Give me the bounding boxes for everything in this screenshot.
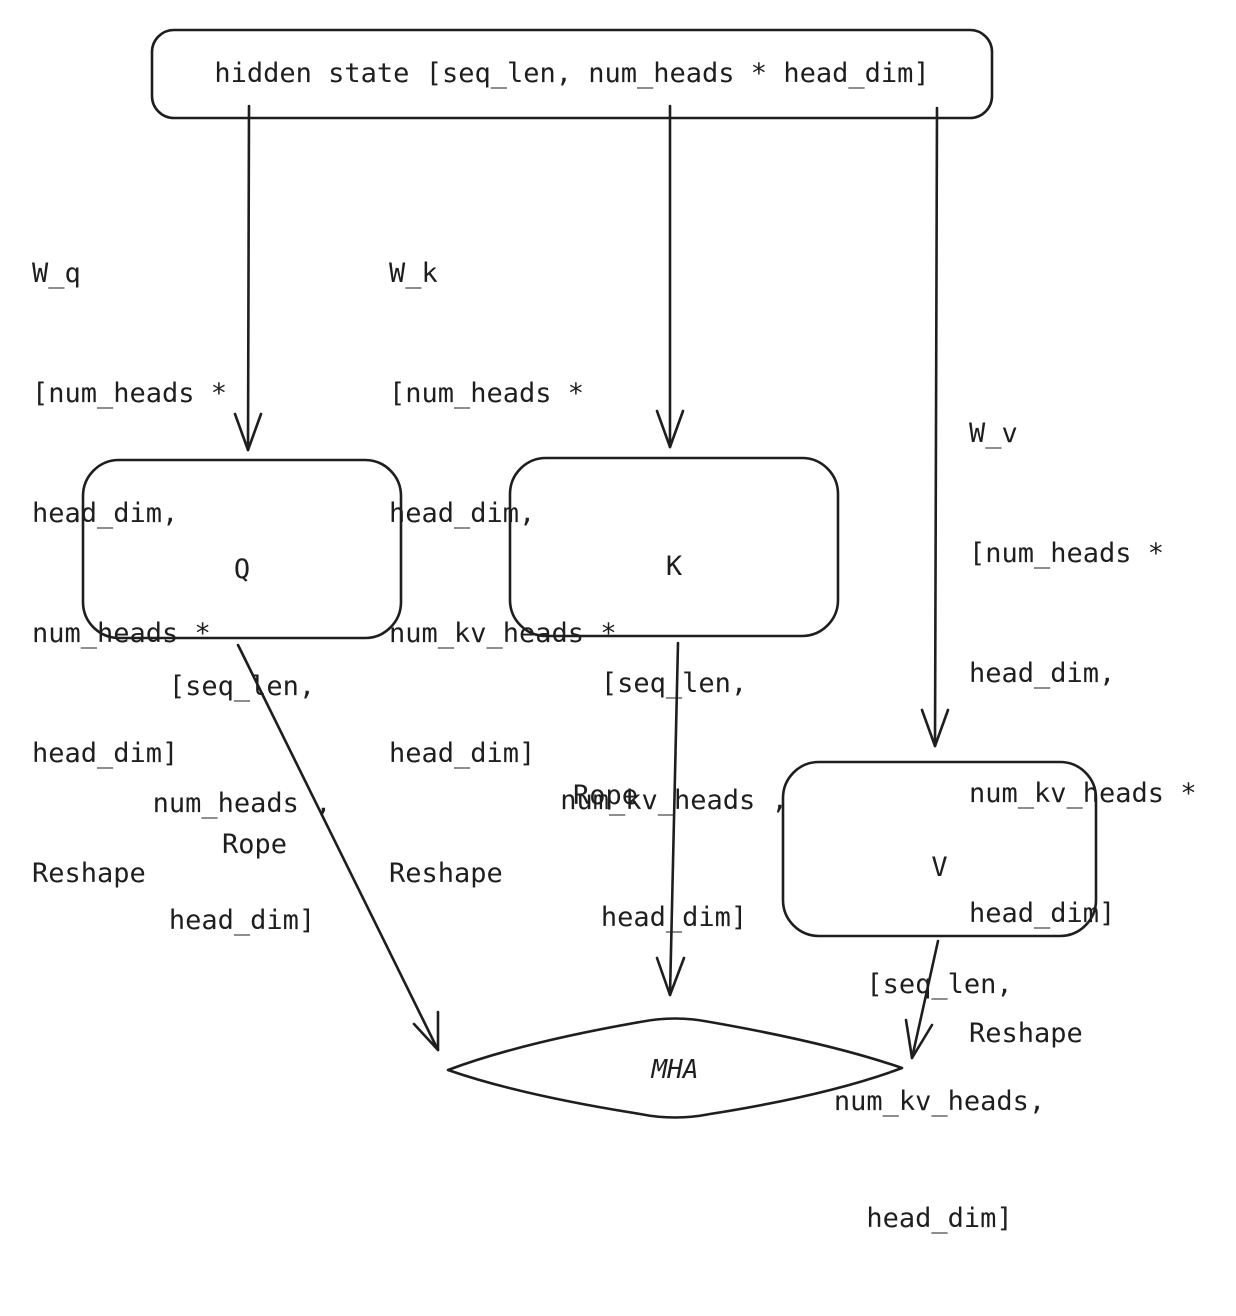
mha-diamond bbox=[446, 1017, 904, 1119]
q-box-text: Q [seq_len, num_heads , head_dim] bbox=[83, 472, 401, 1018]
wv-label-line: W_v bbox=[969, 418, 1018, 449]
wq-label-line: [num_heads * bbox=[32, 378, 228, 409]
arrow-hidden-to-v bbox=[920, 106, 950, 748]
wk-label-line: Reshape bbox=[389, 858, 503, 889]
wq-label-line: head_dim, bbox=[32, 498, 179, 529]
v-shape-line: [seq_len, bbox=[866, 969, 1013, 1000]
k-shape-line: head_dim] bbox=[600, 902, 748, 933]
wk-label-line: [num_heads * bbox=[389, 378, 585, 409]
q-box bbox=[81, 458, 403, 640]
wq-label-line: Reshape bbox=[32, 858, 146, 889]
wv-label-line: [num_heads * bbox=[969, 538, 1165, 569]
arrow-hidden-to-q bbox=[233, 104, 263, 452]
q-shape-line: [seq_len, bbox=[168, 671, 316, 702]
v-box-text: V [seq_len, num_kv_heads, head_dim] bbox=[783, 770, 1096, 1316]
k-shape-line: num_kv_heads , bbox=[560, 785, 788, 816]
hidden-state-label: hidden state [seq_len, num_heads * head_… bbox=[214, 58, 930, 89]
v-box bbox=[781, 760, 1098, 938]
wk-label-line: num_kv_heads * bbox=[389, 618, 617, 649]
arrow-q-to-mha bbox=[236, 643, 440, 1052]
k-title: K bbox=[665, 551, 683, 582]
wq-label-line: W_q bbox=[32, 258, 81, 289]
wk-label: W_k [num_heads * head_dim, num_kv_heads … bbox=[389, 174, 617, 974]
wk-label-line: W_k bbox=[389, 258, 438, 289]
k-rope-label: Rope bbox=[573, 780, 639, 811]
wv-label: W_v [num_heads * head_dim, num_kv_heads … bbox=[969, 334, 1197, 1134]
v-title: V bbox=[931, 852, 948, 883]
arrow-v-to-mha bbox=[904, 939, 940, 1060]
wq-label-line: num_heads * bbox=[32, 618, 211, 649]
q-rope-label: Rope bbox=[222, 829, 288, 860]
q-shape-line: num_heads , bbox=[152, 788, 332, 819]
v-shape-line: head_dim] bbox=[866, 1203, 1013, 1234]
arrow-hidden-to-k bbox=[655, 104, 685, 449]
k-shape-line: [seq_len, bbox=[600, 668, 748, 699]
wk-label-line: head_dim, bbox=[389, 498, 536, 529]
k-box bbox=[508, 456, 840, 638]
q-shape-line: head_dim] bbox=[168, 905, 316, 936]
wv-label-line: Reshape bbox=[969, 1018, 1083, 1049]
wq-label-line: head_dim] bbox=[32, 738, 179, 769]
wq-label: W_q [num_heads * head_dim, num_heads * h… bbox=[32, 174, 227, 974]
diagram-canvas: hidden state [seq_len, num_heads * head_… bbox=[32, 28, 1197, 1234]
wk-label-line: head_dim] bbox=[389, 738, 536, 769]
q-title: Q bbox=[233, 554, 251, 585]
v-shape-line: num_kv_heads, bbox=[833, 1086, 1046, 1117]
hidden-state-box bbox=[150, 28, 994, 120]
mha-label: MHA bbox=[651, 1055, 699, 1085]
wv-label-line: num_kv_heads * bbox=[969, 778, 1197, 809]
arrow-k-to-mha bbox=[655, 641, 686, 997]
diagram-shapes bbox=[81, 28, 1098, 1119]
wv-label-line: head_dim] bbox=[969, 898, 1116, 929]
k-box-text: K [seq_len, num_kv_heads , head_dim] bbox=[510, 469, 838, 1015]
wv-label-line: head_dim, bbox=[969, 658, 1116, 689]
